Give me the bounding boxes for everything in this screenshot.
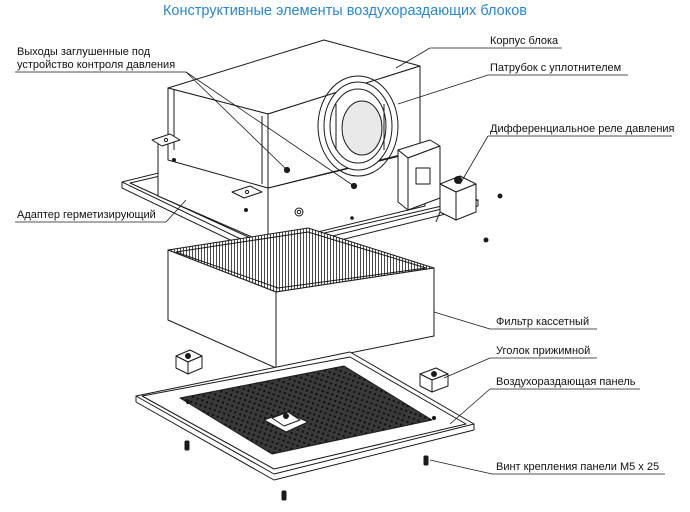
pressure-bracket-left	[175, 349, 203, 375]
label-pressure-bracket: Уголок прижимной	[496, 345, 591, 357]
pressure-relay	[397, 139, 503, 243]
leader-lines	[15, 47, 672, 475]
pressure-bracket-right	[419, 367, 449, 393]
label-sealing-adapter: Адаптер герметизирующий	[17, 209, 156, 221]
diagram-title: Конструктивные элементы воздухораздающих…	[162, 3, 528, 19]
air-distribution-panel	[135, 351, 475, 481]
label-plugged-outlets-line1: Выходы заглушенные под	[17, 46, 151, 58]
cassette-filter	[167, 227, 435, 369]
panel-screws	[184, 440, 429, 501]
label-plugged-outlets-line2: устройство контроля давления	[17, 59, 176, 71]
label-air-distribution-panel: Воздухораздающая панель	[496, 376, 636, 388]
spigot-with-seal	[317, 75, 399, 177]
label-unit-body: Корпус блока	[490, 35, 559, 47]
label-pressure-relay: Дифференциальное реле давления	[490, 123, 675, 135]
label-cassette-filter: Фильтр кассетный	[496, 316, 590, 328]
label-panel-screw: Винт крепления панели М5 x 25	[496, 461, 660, 473]
label-spigot: Патрубок с уплотнителем	[490, 62, 622, 74]
